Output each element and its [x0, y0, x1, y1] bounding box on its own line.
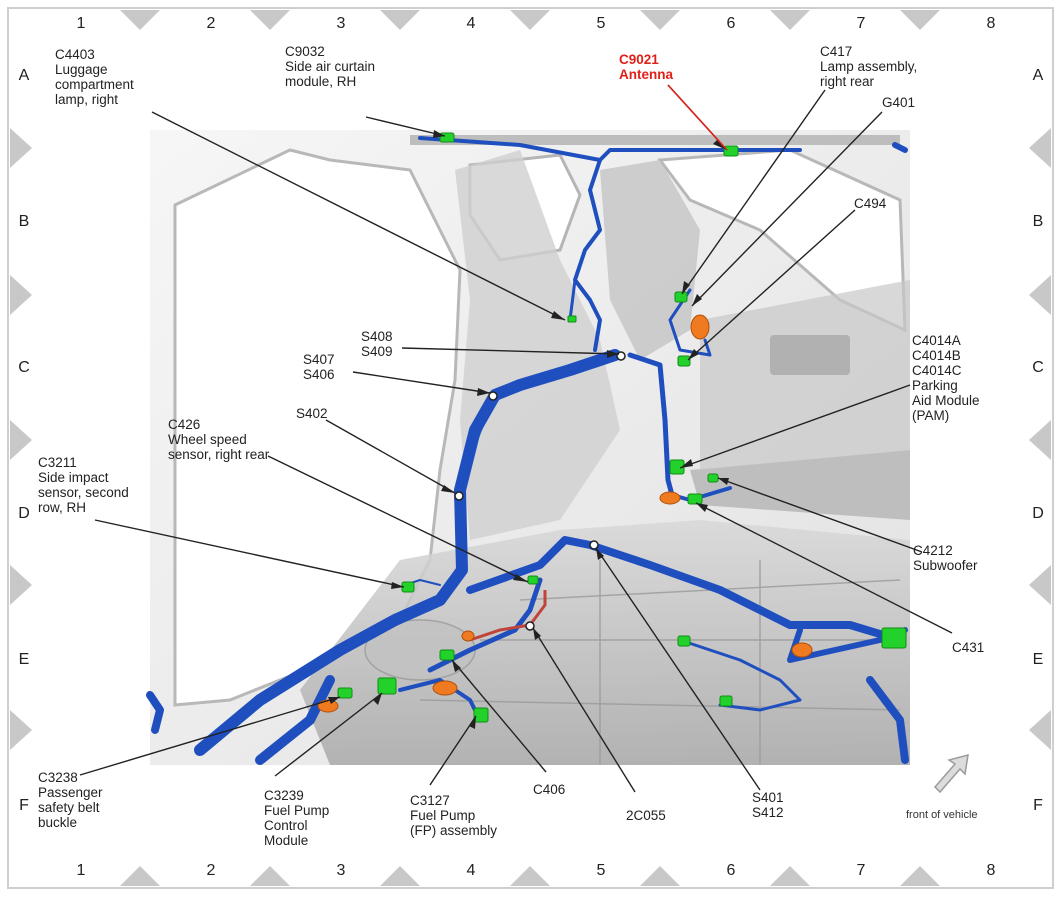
grid-col-7-bottom: 7 [856, 862, 866, 879]
grid-row-f-right: F [1033, 797, 1043, 814]
grid-row-b-left: B [18, 213, 30, 230]
grid-row-c-right: C [1032, 359, 1044, 376]
outer-frame [7, 7, 1054, 889]
grid-row-c-left: C [18, 359, 30, 376]
front-of-vehicle-label: front of vehicle [906, 809, 978, 821]
grid-row-f-left: F [19, 797, 29, 814]
grid-row-e-right: E [1032, 651, 1044, 668]
label-g401: G401 [882, 95, 916, 110]
grid-col-3-bottom: 3 [336, 862, 346, 879]
grid-col-5-bottom: 5 [596, 862, 606, 879]
grid-col-1-bottom: 1 [76, 862, 86, 879]
label-c494: C494 [854, 196, 887, 211]
grid-col-2-bottom: 2 [206, 862, 216, 879]
grid-col-7-top: 7 [856, 15, 866, 32]
grid-col-8-top: 8 [986, 15, 996, 32]
grid-col-4-top: 4 [466, 15, 476, 32]
connectors [337, 132, 907, 723]
grid-col-1-top: 1 [76, 15, 86, 32]
leader-arrowheads [328, 130, 729, 729]
front-arrow-icon [933, 753, 969, 794]
grid-row-d-right: D [1032, 505, 1044, 522]
grid-col-5-top: 5 [596, 15, 606, 32]
grid-row-b-right: B [1032, 213, 1044, 230]
grid-row-d-left: D [18, 505, 30, 522]
vehicle-body [150, 130, 910, 765]
label-c431: C431 [952, 640, 985, 655]
grid-row-a-right: A [1032, 67, 1044, 84]
grid-col-4-bottom: 4 [466, 862, 476, 879]
grid-col-3-top: 3 [336, 15, 346, 32]
label-2c055: 2C055 [626, 808, 666, 823]
grid-col-2-top: 2 [206, 15, 216, 32]
splice-markers [454, 351, 626, 631]
border-triangles [10, 10, 1051, 886]
grid-col-8-bottom: 8 [986, 862, 996, 879]
grid-col-6-bottom: 6 [726, 862, 736, 879]
grid-col-6-top: 6 [726, 15, 736, 32]
label-s402: S402 [296, 406, 328, 421]
grid-row-e-left: E [18, 651, 30, 668]
label-c406: C406 [533, 782, 566, 797]
grid-row-a-left: A [18, 67, 30, 84]
antenna-leader [667, 84, 728, 151]
